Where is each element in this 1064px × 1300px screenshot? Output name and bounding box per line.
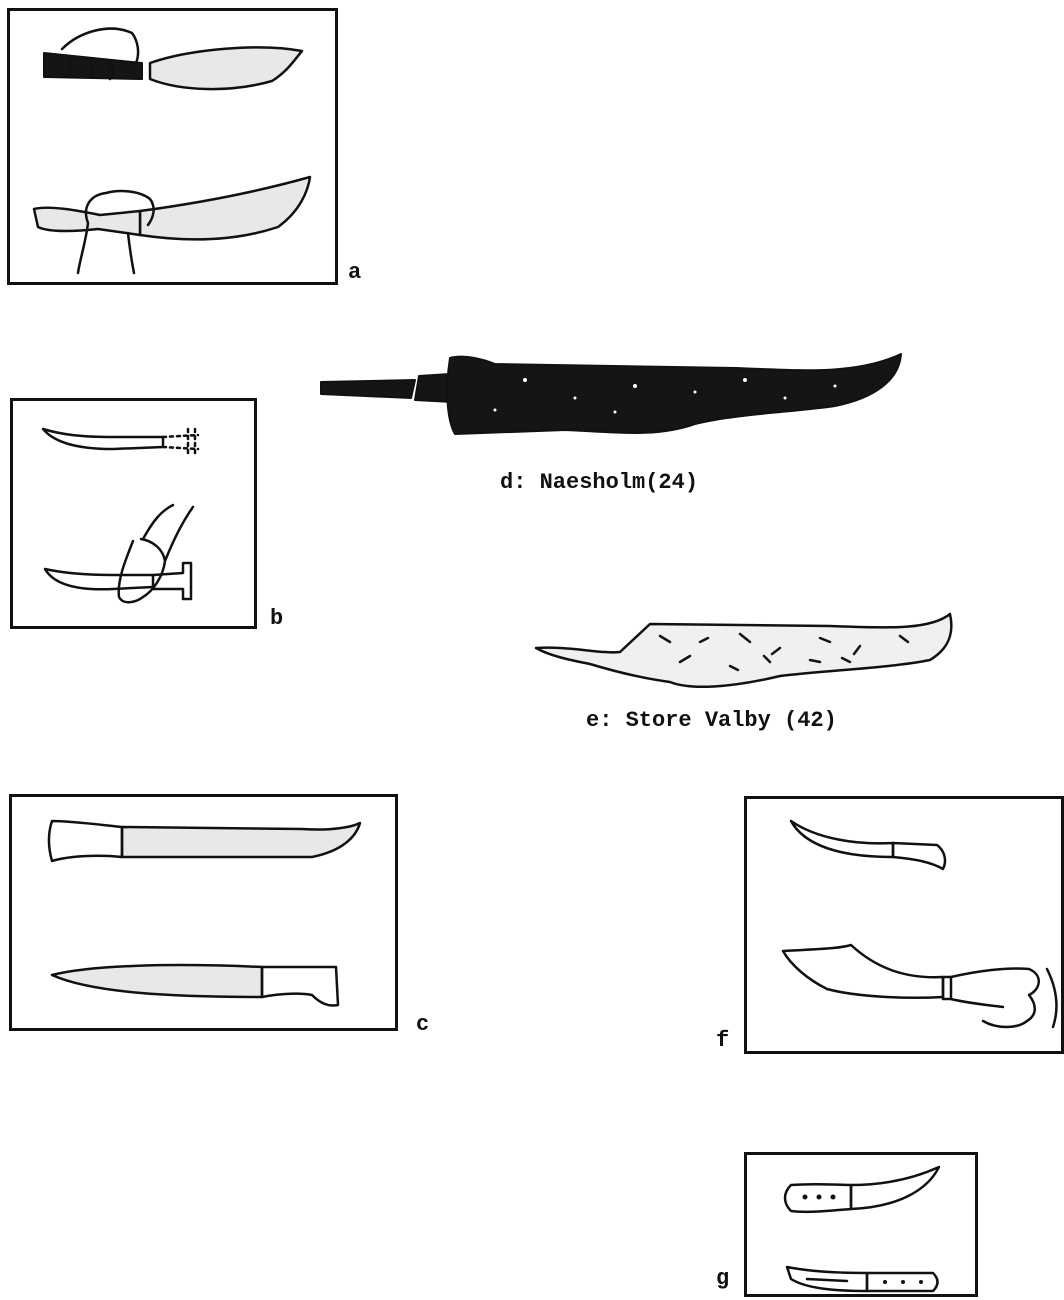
figure-g-panel [744,1152,978,1297]
figure-f-drawing [747,799,1064,1057]
knife-a1-handle [44,53,142,79]
knife-g2-slot [807,1279,847,1281]
figure-d-drawing [315,350,915,450]
knife-c2-blade [52,965,262,997]
figure-f-panel [744,796,1064,1054]
knife-f2-blade [783,945,943,998]
figure-a-label: a [348,260,361,285]
figure-e-label: e: Store Valby (42) [586,708,837,733]
knife-a2-blade [140,177,310,239]
knife-g2-rivets [883,1280,923,1284]
figure-c-drawing [12,797,401,1034]
knife-b1-tang [163,429,198,453]
figure-a-drawing [10,11,341,288]
figure-b-label: b [270,606,283,631]
figure-c-label: c [416,1012,429,1037]
figure-b-drawing [13,401,260,632]
knife-e-blade [536,614,951,687]
hand-f [951,968,1056,1027]
figure-b-panel [10,398,257,629]
knife-f1-blade [791,821,893,857]
knife-d-blade [447,354,901,434]
knife-g1-rivets [803,1195,836,1200]
figure-g-drawing [747,1155,981,1300]
figure-a-panel [7,8,338,285]
knife-f2-bolster [943,977,951,999]
knife-c1-handle [49,821,122,861]
knife-b2-blade [45,569,153,589]
knife-c1-blade [122,823,360,857]
knife-b1-blade [43,429,163,449]
figure-e-drawing [530,612,960,692]
figure-g-label: g [716,1266,729,1291]
knife-f1-handle [893,843,945,869]
figure-d-label: d: Naesholm(24) [500,470,698,495]
knife-d-tang [321,380,415,398]
knife-c2-handle [262,967,338,1006]
figure-c-panel [9,794,398,1031]
knife-a1-blade [150,47,302,89]
figure-f-label: f [716,1028,729,1053]
knife-g1-blade [851,1167,939,1209]
